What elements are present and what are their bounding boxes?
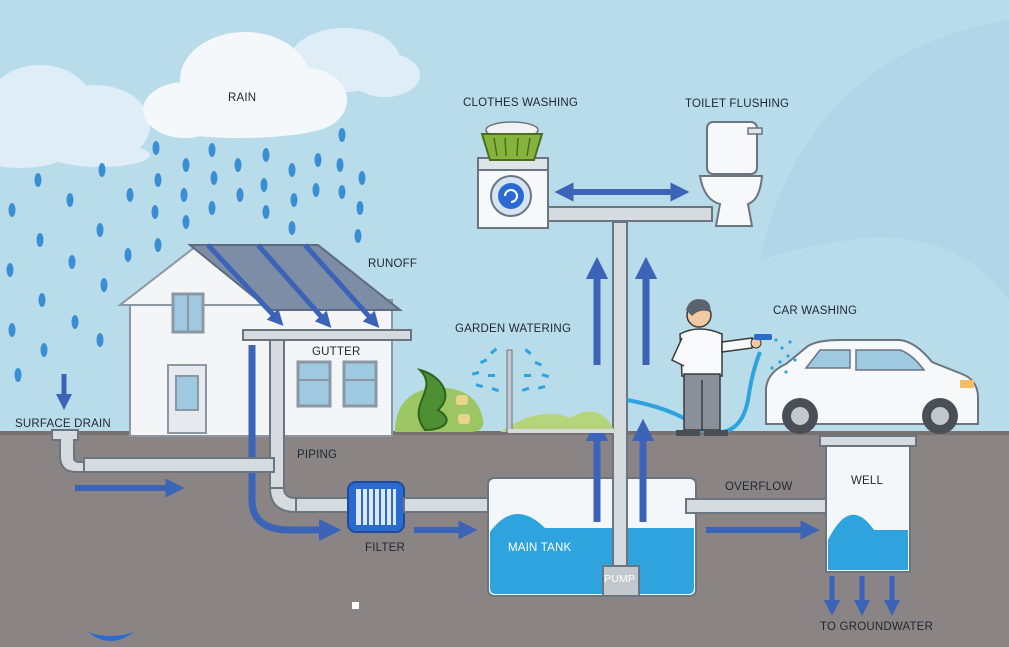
label-filter: FILTER [365,542,405,554]
gutter [242,329,412,341]
pump [602,565,640,597]
surface-drain-pipe [83,457,275,473]
label-gutter: GUTTER [312,346,361,358]
label-well: WELL [851,475,884,487]
distribution-pipe [539,206,713,222]
rain-drops [6,128,366,382]
person-washing-car [671,299,772,436]
ground-surface-line [0,431,1009,435]
downpipe-flow-arrow [248,345,342,542]
laundry-basket [480,121,544,161]
label-car-washing: CAR WASHING [773,305,858,317]
door-window [175,375,199,411]
car-water-spray [770,338,797,374]
cloud-left [0,65,150,168]
well-water [828,514,908,570]
pipe-to-filter [295,497,349,513]
label-toilet-flushing: TOILET FLUSHING [685,98,790,110]
pipe-filter-to-tank [403,497,491,513]
label-pump: PUMP [604,573,636,585]
groundwater-arrows [823,576,901,617]
runoff-arrows [206,243,380,328]
overflow-pipe [685,498,835,514]
supply-up-arrows-lower [585,418,655,522]
label-overflow: OVERFLOW [725,481,793,493]
well-cap [819,435,917,447]
car [765,339,979,434]
washing-machine [477,157,549,229]
label-surface-drain: SURFACE DRAIN [15,418,111,430]
window-right-2 [342,360,378,408]
window-right-1 [296,360,332,408]
label-piping: PIPING [297,449,338,461]
garden-hose-pipe [508,429,614,433]
label-rain: RAIN [228,92,257,104]
vertical-supply-pipe [612,221,628,571]
toilet [698,121,764,227]
main-tank-water [490,513,694,594]
label-clothes-washing: CLOTHES WASHING [463,97,579,109]
label-runoff: RUNOFF [368,258,418,270]
sky-swirl-decoration [760,20,1009,300]
supply-up-arrows-upper [585,256,658,365]
label-garden-watering: GARDEN WATERING [455,323,572,335]
cloud-rain [143,32,347,138]
ground-water-splash [88,632,134,641]
ground-speck [352,602,359,609]
label-main-tank: MAIN TANK [508,542,572,554]
garden-plant [395,368,484,432]
label-to-groundwater: TO GROUNDWATER [820,621,934,633]
garden-grass [500,411,615,432]
